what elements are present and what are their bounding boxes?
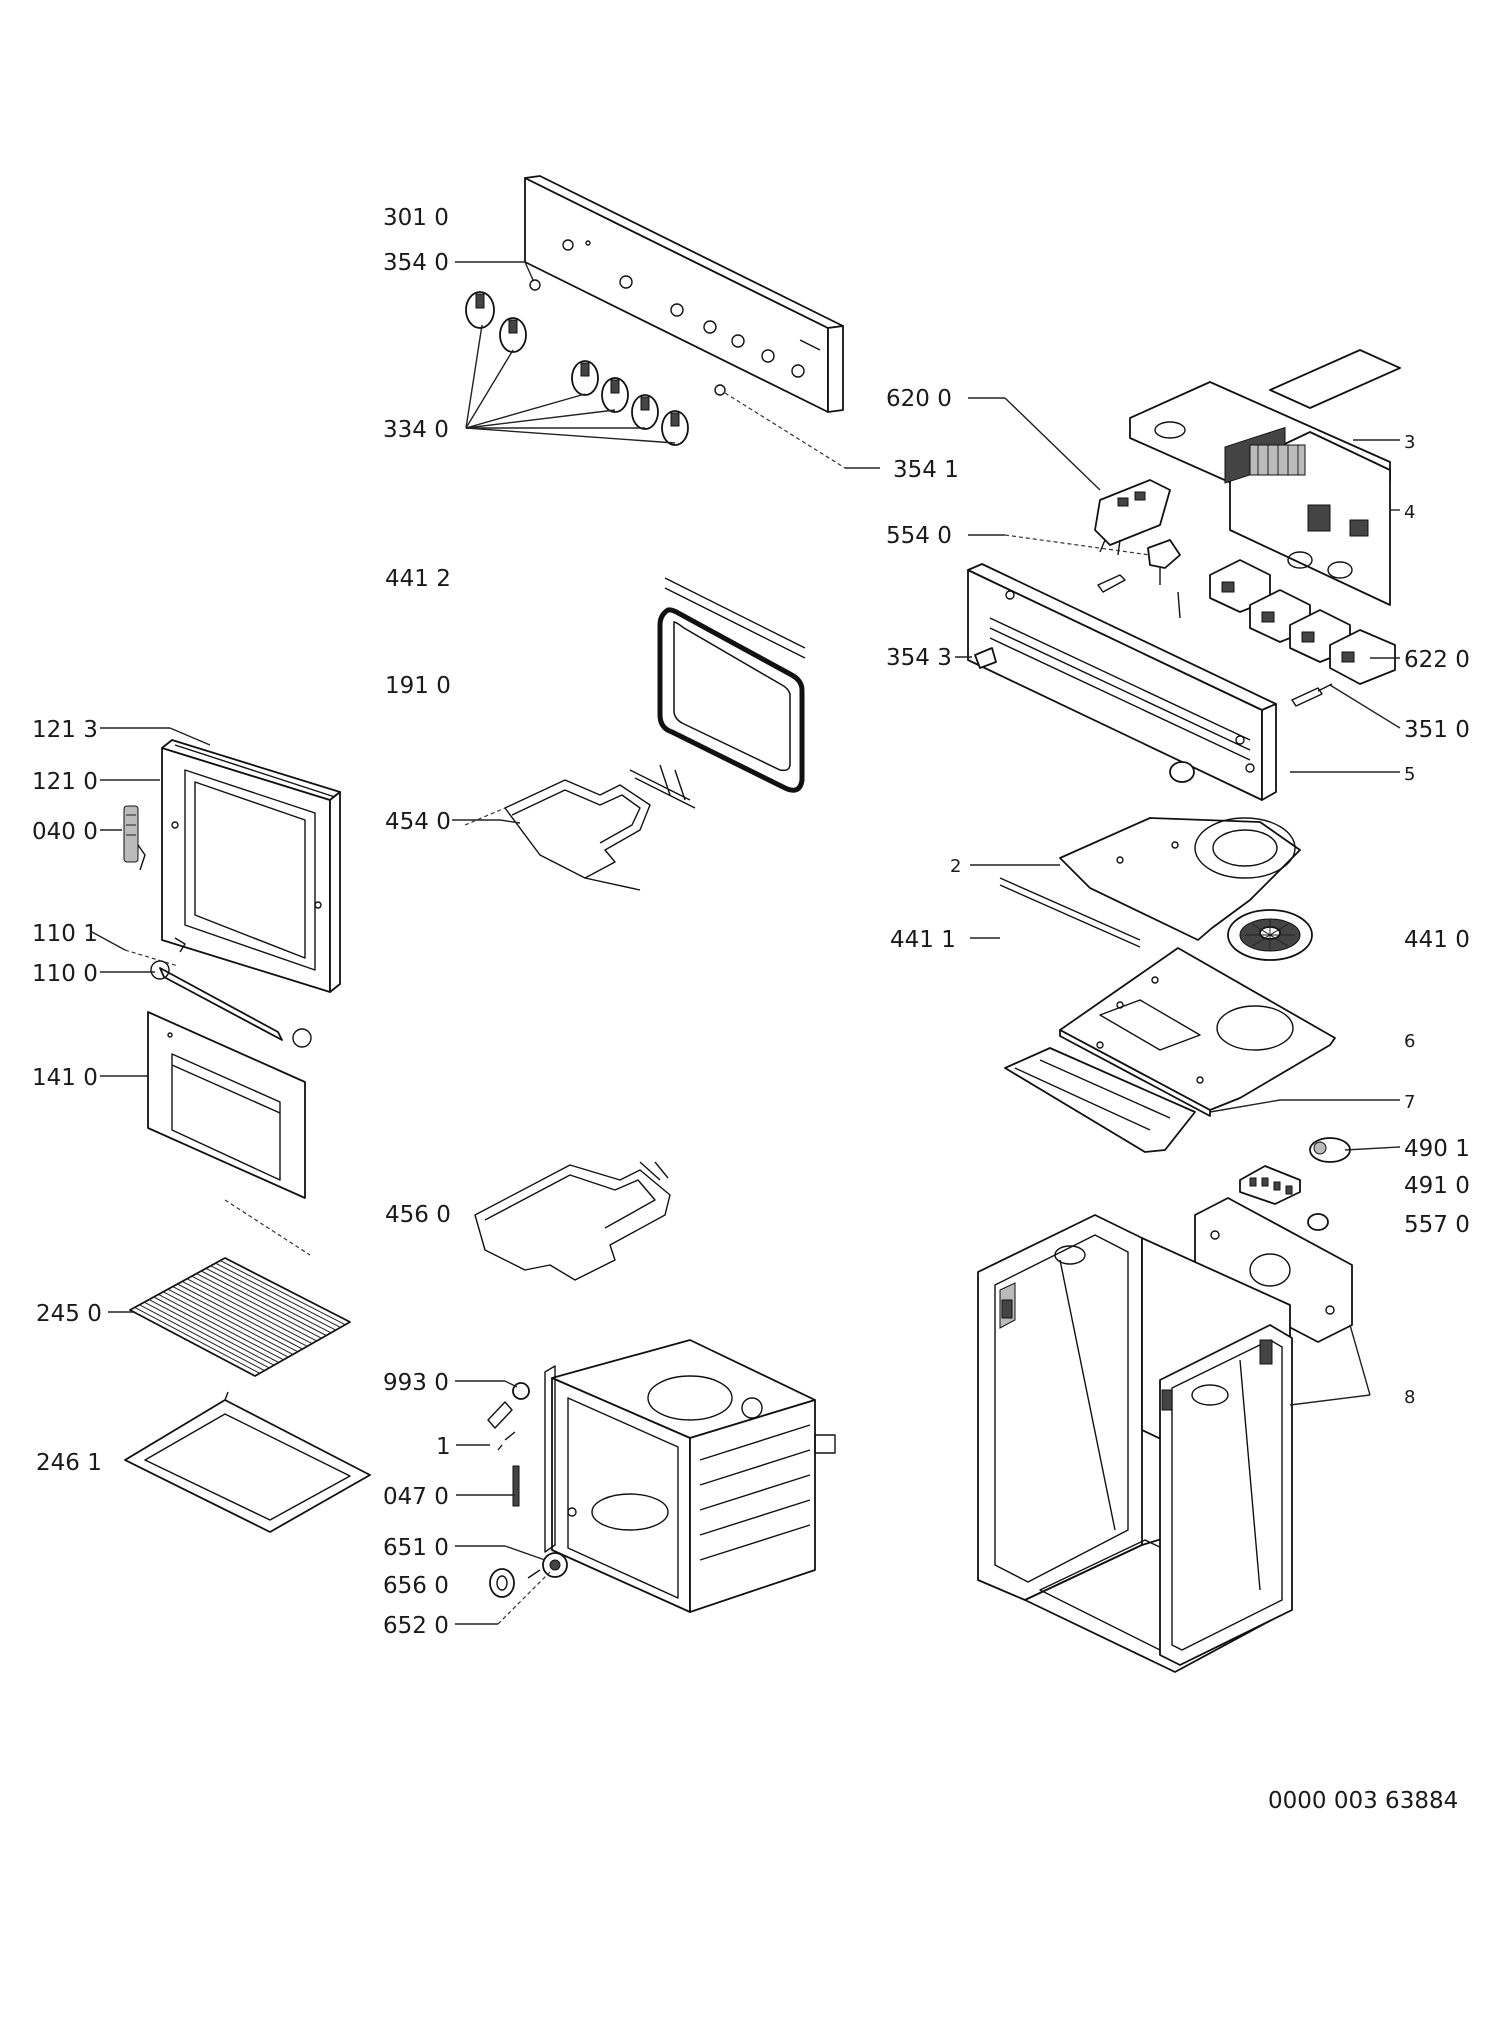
shelf-rod xyxy=(177,1283,303,1350)
shelf-rod xyxy=(182,1280,308,1347)
shelf-rod xyxy=(191,1275,317,1342)
label-351-0: 351 0 xyxy=(1404,717,1470,743)
label-354-0: 354 0 xyxy=(383,250,449,276)
label-assembly-6: 6 xyxy=(1404,1031,1415,1052)
shelf-rod xyxy=(210,1265,336,1331)
screw-354-0 xyxy=(529,279,541,291)
shelf-rod xyxy=(148,1299,275,1366)
shelf-rod xyxy=(201,1270,327,1336)
part-number-labels: 301 0 354 0 334 0 354 1 620 0 554 0 354 … xyxy=(32,205,1470,1814)
selector-switch-620-0 xyxy=(1094,479,1171,556)
lamp-490-1 xyxy=(1309,1137,1351,1163)
shelf-rod xyxy=(196,1273,322,1339)
clip-557-0 xyxy=(1307,1213,1329,1231)
label-993-0: 993 0 xyxy=(383,1370,449,1396)
part-993-0 xyxy=(512,1382,530,1400)
fan-441-0 xyxy=(1227,909,1313,961)
control-knobs xyxy=(465,291,689,446)
shelf-rod xyxy=(163,1291,289,1358)
label-491-0: 491 0 xyxy=(1404,1173,1470,1199)
fan-cover-2 xyxy=(1059,817,1301,941)
spindle-351-0 xyxy=(1291,683,1333,707)
shelf-rod xyxy=(139,1304,265,1372)
shelf-rod xyxy=(167,1288,294,1355)
label-245-0: 245 0 xyxy=(36,1301,102,1327)
door-hinge-040-0 xyxy=(123,805,146,871)
label-441-1: 441 1 xyxy=(890,927,956,953)
baking-tray-246-1 xyxy=(124,1391,371,1533)
label-assembly-5: 5 xyxy=(1404,764,1415,785)
label-622-0: 622 0 xyxy=(1404,647,1470,673)
label-040-0: 040 0 xyxy=(32,819,98,845)
label-490-1: 490 1 xyxy=(1404,1136,1470,1162)
wire-shelf-245-0 xyxy=(129,1257,351,1377)
screw-354-3 xyxy=(974,647,997,669)
label-assembly-2: 2 xyxy=(950,856,961,877)
diagram-reference-code: 0000 003 63884 xyxy=(1268,1788,1458,1814)
label-1: 1 xyxy=(436,1434,451,1460)
label-047-0: 047 0 xyxy=(383,1484,449,1510)
part-656-0 xyxy=(489,1568,515,1598)
label-246-1: 246 1 xyxy=(36,1450,102,1476)
label-441-2: 441 2 xyxy=(385,566,451,592)
control-board-assembly xyxy=(1129,349,1401,606)
shelf-rod xyxy=(220,1260,346,1326)
label-620-0: 620 0 xyxy=(886,386,952,412)
shelf-rod xyxy=(144,1301,270,1369)
screw-354-1 xyxy=(714,384,726,396)
terminal-block-491-0 xyxy=(1239,1165,1301,1205)
label-121-0: 121 0 xyxy=(32,769,98,795)
door-seal-441-2 xyxy=(664,577,806,659)
fan-seal-441-1 xyxy=(999,877,1141,948)
control-panel-fascia xyxy=(524,175,844,413)
bottom-heating-element-456-0 xyxy=(474,1161,671,1281)
label-454-0: 454 0 xyxy=(385,809,451,835)
shelf-rod xyxy=(153,1296,279,1363)
label-334-0: 334 0 xyxy=(383,417,449,443)
label-110-1: 110 1 xyxy=(32,921,98,947)
label-456-0: 456 0 xyxy=(385,1202,451,1228)
shelf-rod xyxy=(134,1306,260,1374)
inner-door-glass-141-0 xyxy=(147,1011,311,1256)
oven-cavity xyxy=(544,1339,836,1613)
label-652-0: 652 0 xyxy=(383,1613,449,1639)
thermostat-554-0 xyxy=(1097,539,1181,619)
shelf-rod xyxy=(215,1262,341,1328)
oven-seal-frame-191-0 xyxy=(657,607,805,793)
label-110-0: 110 0 xyxy=(32,961,98,987)
shelf-rod xyxy=(172,1286,298,1353)
label-assembly-8: 8 xyxy=(1404,1387,1415,1408)
lamp-holder xyxy=(1169,761,1195,783)
label-assembly-7: 7 xyxy=(1404,1092,1415,1113)
outer-case-8 xyxy=(977,1197,1353,1673)
shelf-rod xyxy=(158,1293,284,1361)
door-frame-121-0 xyxy=(161,739,341,993)
switch-row-622-0 xyxy=(1209,559,1396,685)
label-121-3: 121 3 xyxy=(32,717,98,743)
small-parts-group xyxy=(487,1382,568,1598)
label-656-0: 656 0 xyxy=(383,1573,449,1599)
rear-element-7 xyxy=(1004,1047,1196,1153)
label-354-1: 354 1 xyxy=(893,457,959,483)
label-557-0: 557 0 xyxy=(1404,1212,1470,1238)
label-354-3: 354 3 xyxy=(886,645,952,671)
label-301-0: 301 0 xyxy=(383,205,449,231)
label-141-0: 141 0 xyxy=(32,1065,98,1091)
shelf-rod xyxy=(186,1278,313,1345)
label-assembly-4: 4 xyxy=(1404,502,1415,523)
shelf-rod xyxy=(205,1267,332,1334)
label-191-0: 191 0 xyxy=(385,673,451,699)
label-651-0: 651 0 xyxy=(383,1535,449,1561)
part-1 xyxy=(487,1401,513,1429)
label-assembly-3: 3 xyxy=(1404,432,1415,453)
label-554-0: 554 0 xyxy=(886,523,952,549)
rear-panel-6 xyxy=(1059,947,1336,1117)
part-047-0 xyxy=(512,1465,520,1507)
control-bracket-5 xyxy=(967,563,1277,801)
top-heating-element-454-0 xyxy=(504,764,696,891)
label-441-0: 441 0 xyxy=(1404,927,1470,953)
